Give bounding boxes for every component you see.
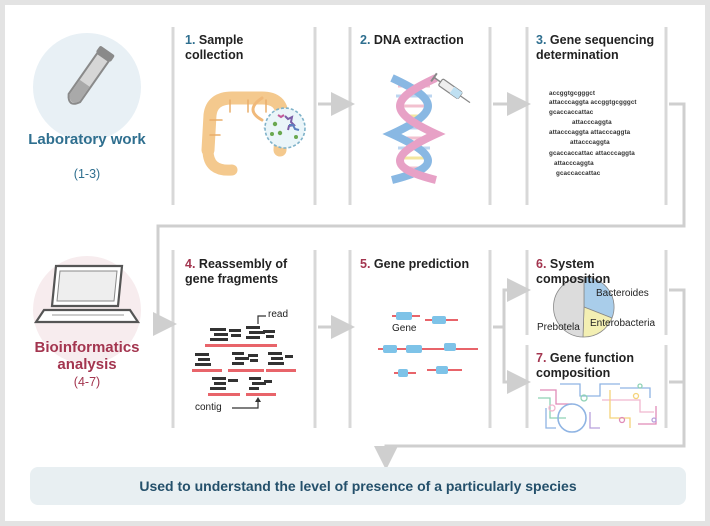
sequence-line: attacccaggta attacccaggta: [549, 129, 631, 136]
lab-section-range: (1-3): [73, 167, 101, 181]
step-3-title: 3. Gene sequencing determination: [536, 33, 664, 63]
system-composition-pie: [553, 276, 615, 338]
step-2-number: 2.: [360, 33, 371, 47]
sequence-line: attacccaggta: [554, 160, 594, 167]
syringe-icon: [430, 72, 471, 104]
dna-helix-illustration: [382, 74, 446, 184]
step-1-title: 1. Sample collection: [185, 33, 305, 63]
pie-label-bacteroides: Bacteroides: [596, 288, 649, 299]
read-label: read: [268, 309, 289, 320]
step-6-title: 6. System composition: [536, 257, 668, 287]
arrow-3-4: [153, 102, 686, 336]
sequence-line: attacccaggta accggtgcgggct: [549, 99, 637, 106]
gene-function-network: [538, 383, 657, 433]
sequence-line: attacccaggta: [570, 139, 610, 146]
sequence-line: gcaccaccattac: [556, 170, 601, 177]
step-7-label: Gene function composition: [536, 351, 634, 380]
arrow-5-7: [502, 327, 531, 394]
step-6-number: 6.: [536, 257, 547, 271]
pie-slice-enterobacteria: [582, 306, 613, 338]
step-2-title: 2. DNA extraction: [360, 33, 485, 48]
pie-label-enterobacteria: Enterobacteria: [590, 318, 656, 329]
arrow-5-6: [493, 278, 531, 329]
bio-section-title: Bioinformatics analysis: [34, 339, 140, 373]
step-3-number: 3.: [536, 33, 547, 47]
arrow-to-conclusion: [374, 288, 686, 470]
step-1-label: Sample collection: [185, 33, 244, 62]
gene-fragments-illustration: [192, 315, 296, 409]
step-5-number: 5.: [360, 257, 371, 271]
step-2-label: DNA extraction: [373, 33, 464, 47]
step-6-label: System composition: [536, 257, 611, 286]
conclusion-banner: Used to understand the level of presence…: [30, 467, 686, 505]
step-4-number: 4.: [185, 257, 196, 271]
sequence-line: gcaccaccattac attacccaggta: [549, 150, 635, 157]
pie-slice-bacteroides: [583, 276, 615, 319]
laptop-icon: [33, 264, 141, 324]
gene-label: Gene: [392, 323, 417, 334]
pie-label-prebotela: Prebotela: [537, 322, 580, 333]
sequence-line: accggtgcgggct: [549, 90, 596, 97]
sequence-line: attacccaggta: [572, 119, 612, 126]
step-5-title: 5. Gene prediction: [360, 257, 485, 272]
step-4-label: Reassembly of gene fragments: [185, 257, 288, 286]
panel-separators: [171, 27, 668, 428]
step-4-title: 4. Reassembly of gene fragments: [185, 257, 310, 287]
bacteria-magnifier: [264, 107, 306, 149]
test-tube-icon: [67, 46, 115, 105]
gene-prediction-illustration: [378, 312, 478, 377]
step-3-label: Gene sequencing determination: [536, 33, 655, 62]
pie-slice-prebotela: [553, 276, 585, 338]
step-7-title: 7. Gene function composition: [536, 351, 664, 381]
bio-section-range: (4-7): [73, 375, 101, 389]
step-7-number: 7.: [536, 351, 547, 365]
step-5-label: Gene prediction: [373, 257, 470, 271]
lab-section-title: Laboratory work: [28, 131, 146, 148]
step-1-number: 1.: [185, 33, 196, 47]
sequence-line: gcaccaccattac: [549, 109, 594, 116]
contig-label: contig: [195, 402, 222, 413]
